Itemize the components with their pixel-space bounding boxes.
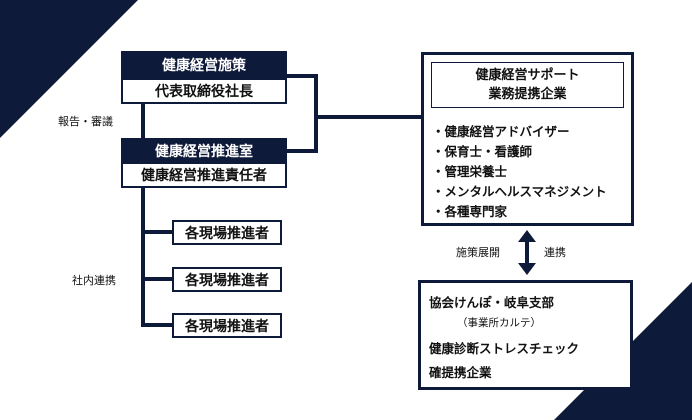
label-policy-dev: 施策展開 xyxy=(456,246,500,259)
office-header: 健康経営推進室 xyxy=(121,138,287,163)
support-item: ・管理栄養士 xyxy=(432,164,508,179)
support-item: ・メンタルヘルスマネジメント xyxy=(432,184,607,199)
partners-panel: 協会けんぽ・岐阜支部 （事業所カルテ） 健康診断ストレスチェック 確提携企業 xyxy=(418,280,633,390)
partner-line1-sub: （事業所カルテ） xyxy=(457,317,541,329)
double-arrow-up-head xyxy=(518,230,536,242)
policy-role: 代表取締役社長 xyxy=(121,78,287,104)
support-title: 健康経営サポート 業務提携企業 xyxy=(431,62,624,108)
support-title-line1: 健康経営サポート xyxy=(475,68,580,83)
support-item: ・健康経営アドバイザー xyxy=(432,124,570,139)
site-promoter-box: 各現場推進者 xyxy=(172,313,282,338)
label-internal: 社内連携 xyxy=(72,274,116,287)
partner-line1: 協会けんぽ・岐阜支部 xyxy=(429,295,555,310)
connector-bracket xyxy=(287,74,318,153)
label-cooperation: 連携 xyxy=(544,246,566,259)
label-report: 報告・審議 xyxy=(58,115,113,128)
corner-triangle-top-left xyxy=(0,0,138,138)
support-title-line2: 業務提携企業 xyxy=(488,87,567,102)
policy-header: 健康経営施策 xyxy=(121,51,287,78)
office-role: 健康経営推進責任者 xyxy=(121,162,287,188)
partner-line3: 確提携企業 xyxy=(429,365,492,380)
site-promoter-box: 各現場推進者 xyxy=(172,267,282,292)
double-arrow-down-head xyxy=(518,263,536,275)
support-item: ・保育士・看護師 xyxy=(432,144,533,159)
partner-line2: 健康診断ストレスチェック xyxy=(429,341,580,356)
site-promoter-box: 各現場推進者 xyxy=(172,220,282,245)
support-panel: 健康経営サポート 業務提携企業 ・健康経営アドバイザー ・保育士・看護師 ・管理… xyxy=(421,52,634,226)
support-item: ・各種専門家 xyxy=(432,204,508,219)
